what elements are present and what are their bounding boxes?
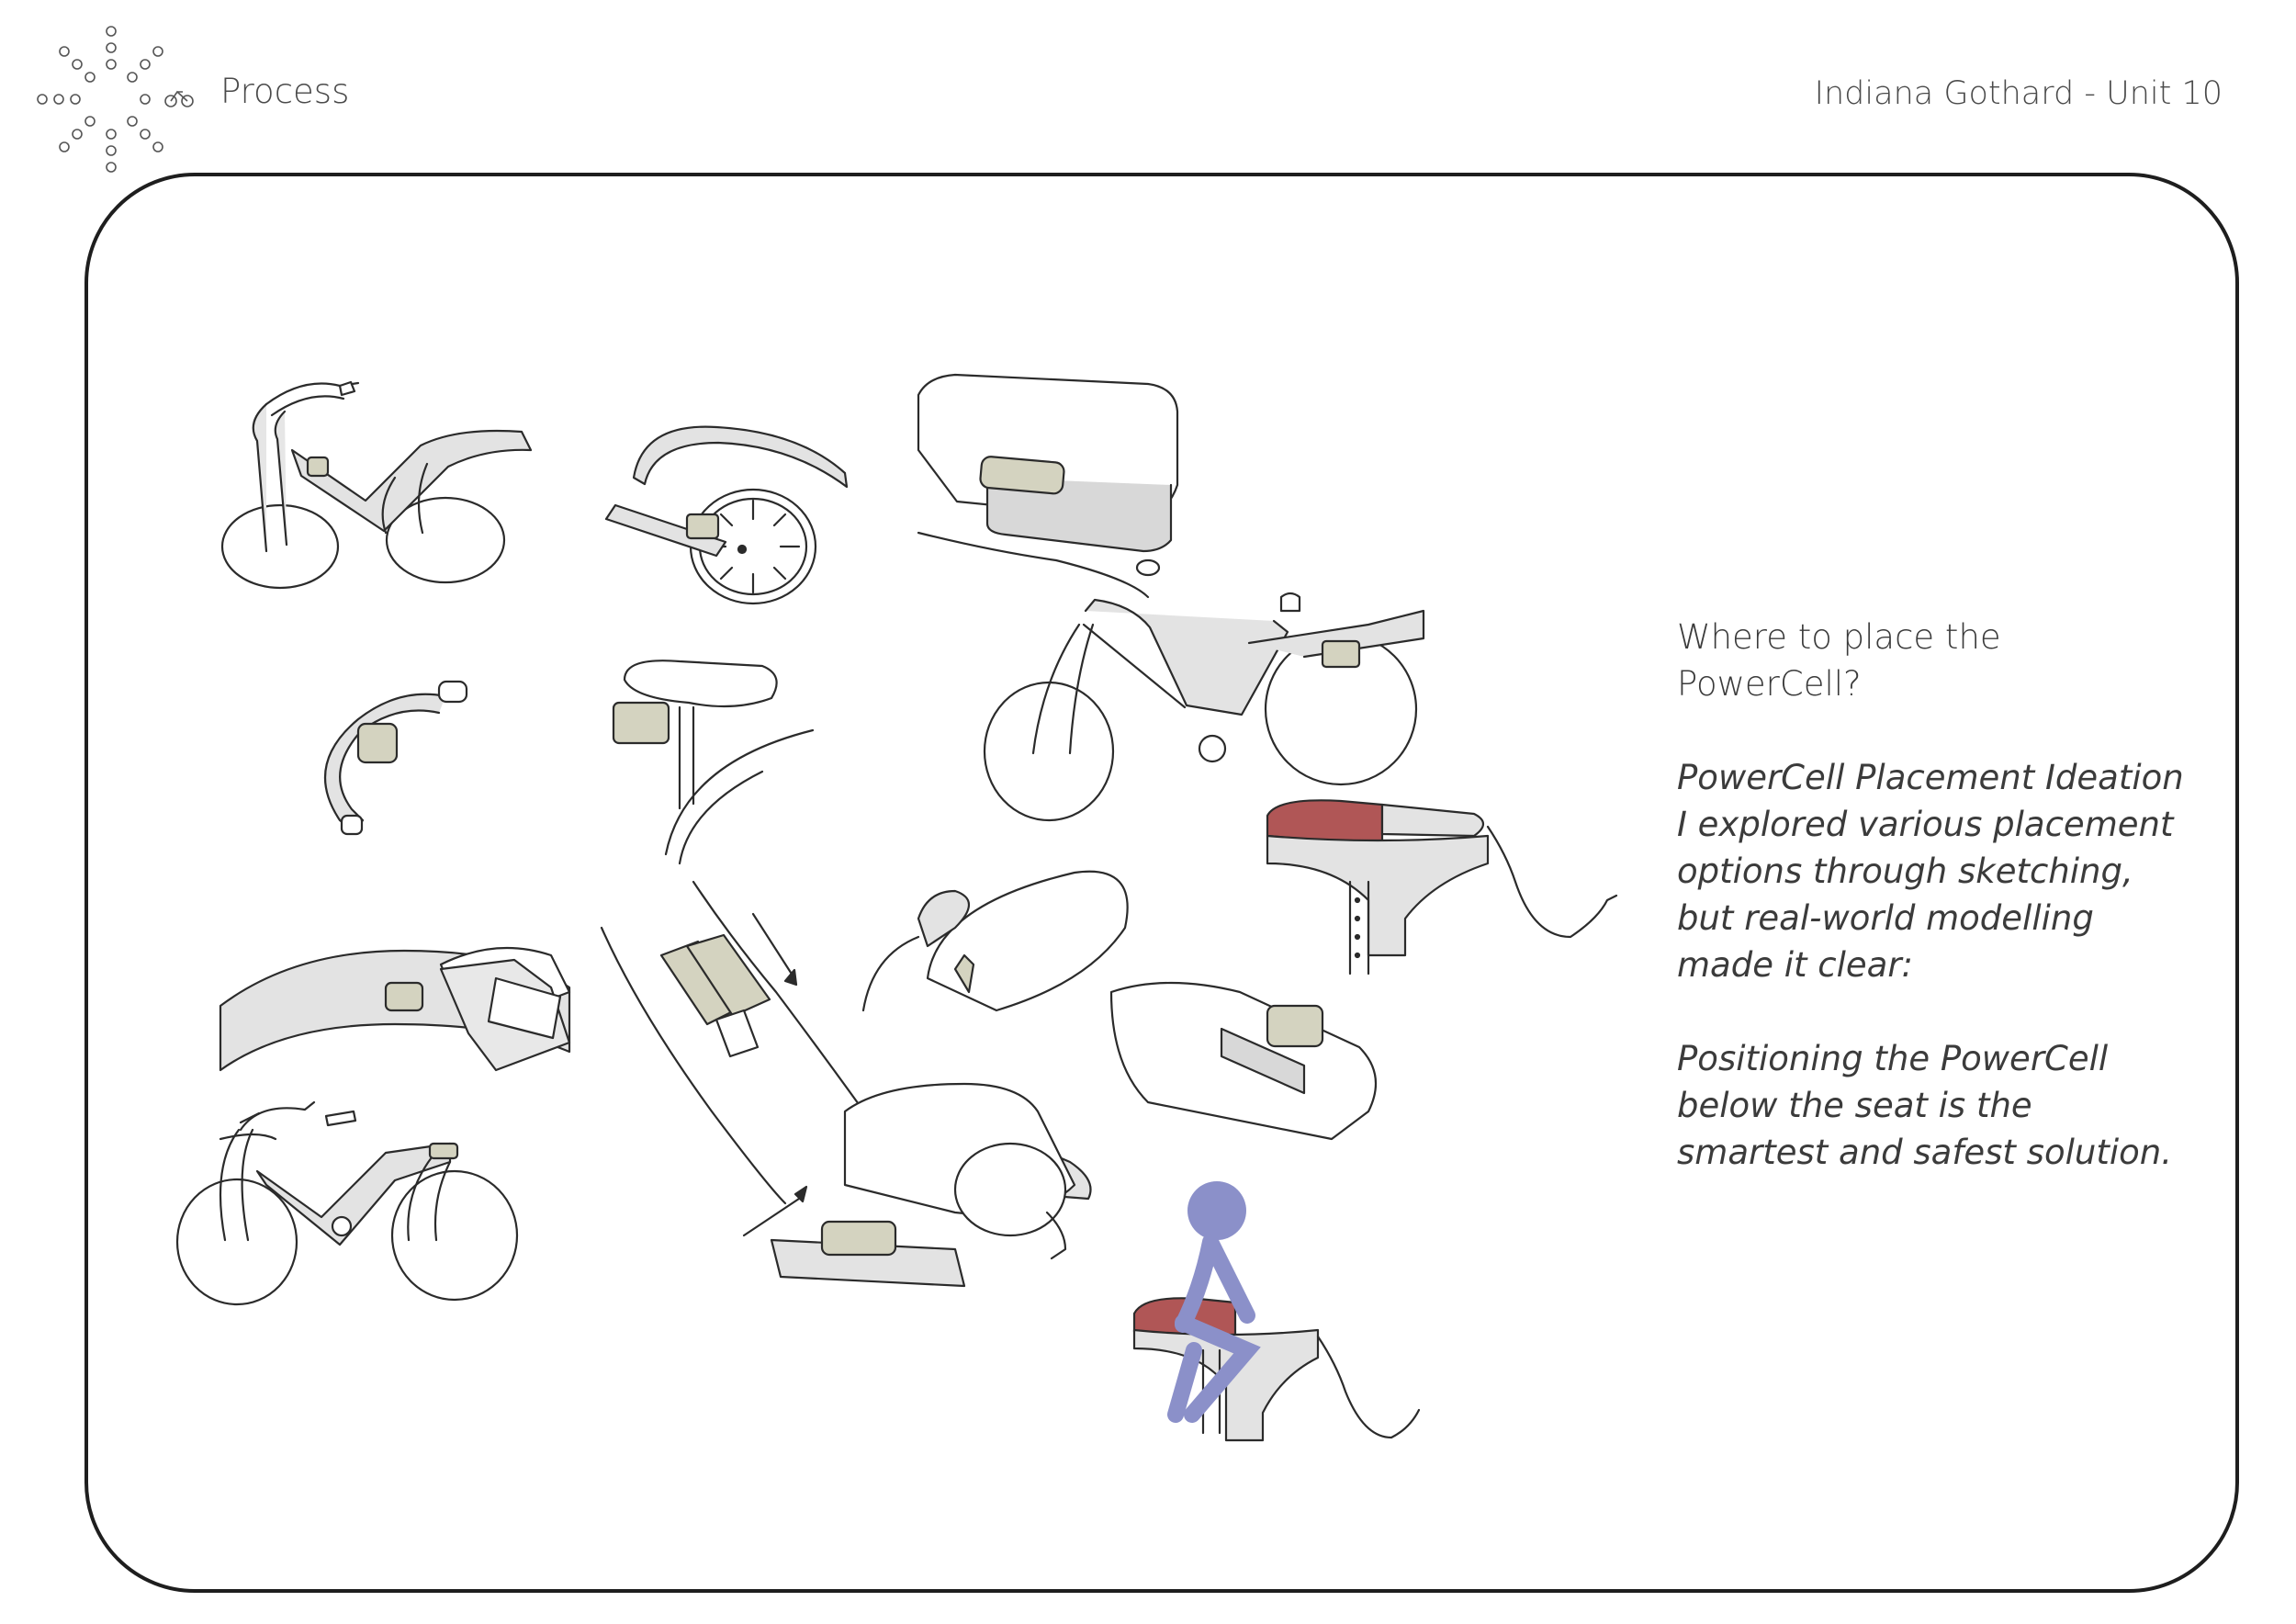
sketch-downtube-battery-closeup bbox=[917, 373, 1179, 599]
sketch-bike-frame-battery bbox=[220, 380, 533, 590]
sketch-city-bike-battery bbox=[983, 592, 1425, 822]
author-label: Indiana Gothard - Unit 10 bbox=[1814, 75, 2223, 112]
ideation-body: I explored various placement options thr… bbox=[1677, 805, 2174, 985]
sketch-seatpost-battery bbox=[612, 660, 815, 865]
ideation-title: PowerCell Placement Ideation bbox=[1677, 758, 2184, 797]
notes-panel: Where to place the PowerCell? PowerCell … bbox=[1677, 614, 2191, 1176]
sketch-small-bike-battery bbox=[175, 1100, 519, 1306]
sketch-seat-drawer-open bbox=[742, 1082, 1076, 1288]
sketch-red-seat-option bbox=[1266, 799, 1618, 976]
brand-logo-icon bbox=[37, 26, 194, 173]
sketch-seattube-battery-insert bbox=[600, 880, 879, 1205]
seated-figure-icon bbox=[1167, 1181, 1261, 1423]
sketch-toptube-battery-slot bbox=[219, 946, 571, 1072]
section-title: Process bbox=[220, 72, 350, 111]
sketch-handlebar-battery bbox=[323, 680, 468, 836]
conclusion-text: Positioning the PowerCell below the seat… bbox=[1677, 1039, 2172, 1172]
sketch-rear-wheel-battery bbox=[604, 425, 849, 605]
content-frame bbox=[84, 173, 2239, 1593]
question-text: Where to place the PowerCell? bbox=[1677, 617, 2001, 704]
